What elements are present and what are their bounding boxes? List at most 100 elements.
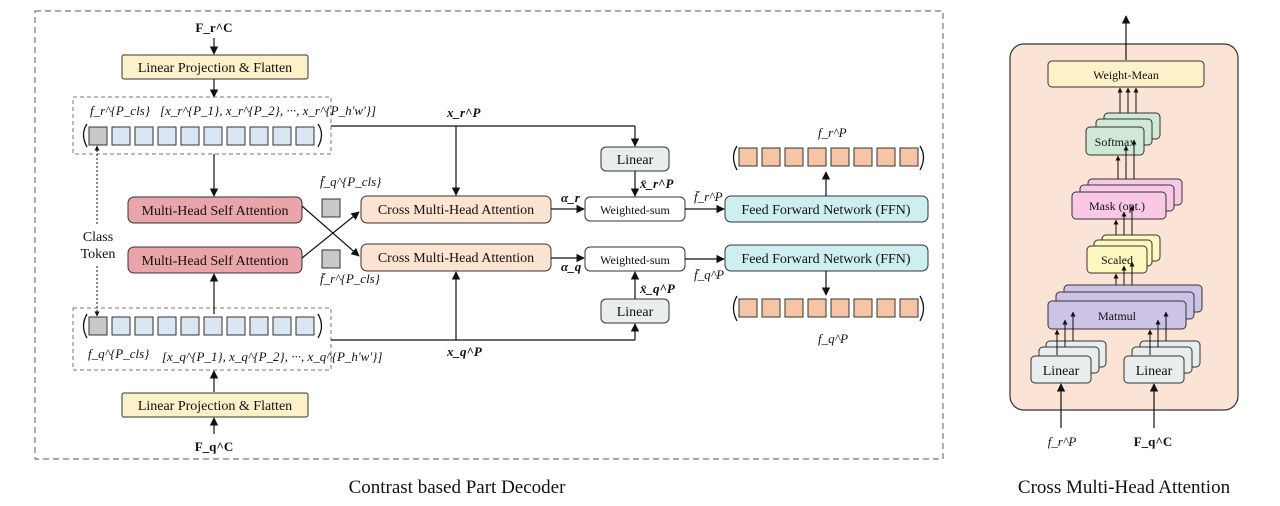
decoder-dashed-frame [34, 10, 944, 460]
mhsa-bottom: Multi-Head Self Attention [127, 246, 303, 274]
output-cell [738, 147, 758, 167]
scaled-label: Scaled [1101, 253, 1133, 267]
xbar-r-label: x̄_r^P [639, 176, 674, 191]
token-cell [88, 126, 108, 146]
linear-right-stack: Linear [1123, 340, 1201, 384]
token-sequence-top-frame [72, 96, 332, 155]
output-cell [899, 147, 919, 167]
token-cells-bottom [88, 316, 315, 336]
input-top-label: F_r^C [195, 20, 232, 35]
token-cell [226, 126, 246, 146]
token-cell [203, 126, 223, 146]
matmul-stack: Matmul [1047, 284, 1203, 330]
output-q-label: f_q^P [818, 331, 848, 346]
linear-projection-top: Linear Projection & Flatten [121, 54, 309, 80]
class-token-line2: Token [81, 247, 116, 262]
cmha-top-label: Cross Multi-Head Attention [378, 203, 534, 218]
token-cell [272, 126, 292, 146]
alpha-r-label: α_r [561, 190, 581, 205]
mhsa-top-label: Multi-Head Self Attention [142, 204, 289, 219]
linear-projection-bottom-label: Linear Projection & Flatten [138, 399, 292, 414]
weighted-sum-bottom-label: Weighted-sum [600, 253, 670, 267]
output-cell [876, 298, 896, 318]
token-label-bottom: f_q^{P_cls} [88, 346, 150, 361]
cls-token-square-r [321, 249, 341, 269]
weighted-sum-top-label: Weighted-sum [600, 203, 670, 217]
left-caption: Contrast based Part Decoder [349, 477, 567, 498]
output-cell [899, 298, 919, 318]
cmha-top: Cross Multi-Head Attention [360, 195, 552, 224]
linear-top-label: Linear [617, 153, 654, 168]
token-cell [249, 316, 269, 336]
right-caption: Cross Multi-Head Attention [1018, 477, 1231, 498]
mhsa-bottom-label: Multi-Head Self Attention [142, 254, 289, 269]
fbar-q-label: f̄_q^P [694, 267, 724, 282]
sequence-label-bottom: [x_q^{P_1}, x_q^{P_2}, ···, x_q^{P_h'w'}… [162, 349, 382, 364]
linear-left-stack: Linear [1030, 340, 1107, 384]
output-cell [761, 298, 781, 318]
token-cell [134, 126, 154, 146]
token-cell [180, 126, 200, 146]
mhsa-top: Multi-Head Self Attention [127, 196, 303, 224]
linear-left-label: Linear [1043, 364, 1080, 379]
linear-projection-top-label: Linear Projection & Flatten [138, 61, 292, 76]
xbar-q-label: x̄_q^P [639, 281, 676, 296]
output-r-label: f_r^P [818, 125, 847, 140]
linear-top: Linear [600, 146, 670, 172]
x-q-label: x_q^P [446, 344, 483, 359]
output-cell [784, 147, 804, 167]
output-cell [830, 298, 850, 318]
class-token-line1: Class [83, 230, 113, 245]
token-cell [180, 316, 200, 336]
linear-bottom: Linear [600, 298, 670, 324]
matmul-label: Matmul [1098, 309, 1137, 323]
output-cells-bottom [738, 298, 919, 318]
output-cell [807, 298, 827, 318]
weighted-sum-top: Weighted-sum [584, 196, 686, 222]
mask-label: Mask (opt.) [1089, 199, 1145, 213]
alpha-q-label: α_q [561, 259, 582, 274]
output-cell [761, 147, 781, 167]
token-cells-top [88, 126, 315, 146]
weight-mean-box: Weight-Mean [1047, 60, 1205, 88]
output-cell [738, 298, 758, 318]
ffn-bottom: Feed Forward Network (FFN) [724, 244, 929, 272]
token-cell [134, 316, 154, 336]
output-cell [853, 147, 873, 167]
token-cell [111, 316, 131, 336]
output-cell [876, 147, 896, 167]
sequence-label-top: [x_r^{P_1}, x_r^{P_2}, ···, x_r^{P_h'w'}… [160, 103, 376, 118]
cls-token-square-q [321, 198, 341, 218]
token-cell [88, 316, 108, 336]
input-left-label: f_r^P [1048, 434, 1077, 449]
cmha-bottom-label: Cross Multi-Head Attention [378, 251, 534, 266]
linear-bottom-label: Linear [617, 305, 654, 320]
output-cell [784, 298, 804, 318]
token-cell [111, 126, 131, 146]
linear-projection-bottom: Linear Projection & Flatten [121, 392, 309, 418]
token-cell [295, 316, 315, 336]
mask-stack: Mask (opt.) [1071, 178, 1183, 220]
token-cell [157, 126, 177, 146]
token-cell [272, 316, 292, 336]
ffn-top-label: Feed Forward Network (FFN) [741, 203, 910, 218]
output-cells-top [738, 147, 919, 167]
token-sequence-bottom-frame [72, 307, 332, 371]
weight-mean-label: Weight-Mean [1093, 68, 1159, 82]
fbar-r-label: f̄_r^P [694, 189, 723, 204]
output-cell [830, 147, 850, 167]
softmax-label: Softmax [1095, 135, 1136, 149]
token-label-top: f_r^{P_cls} [90, 103, 151, 118]
cmha-bottom: Cross Multi-Head Attention [360, 243, 552, 272]
ffn-top: Feed Forward Network (FFN) [724, 195, 929, 223]
cls-label-q: f̄_q^{P_cls} [320, 174, 382, 189]
cls-label-r: f̄_r^{P_cls} [320, 271, 381, 286]
token-cell [226, 316, 246, 336]
linear-right-label: Linear [1136, 364, 1173, 379]
weighted-sum-bottom: Weighted-sum [584, 246, 686, 272]
ffn-bottom-label: Feed Forward Network (FFN) [741, 252, 910, 267]
output-cell [807, 147, 827, 167]
x-r-label: x_r^P [446, 105, 481, 120]
input-right-label: F_q^C [1134, 434, 1173, 449]
